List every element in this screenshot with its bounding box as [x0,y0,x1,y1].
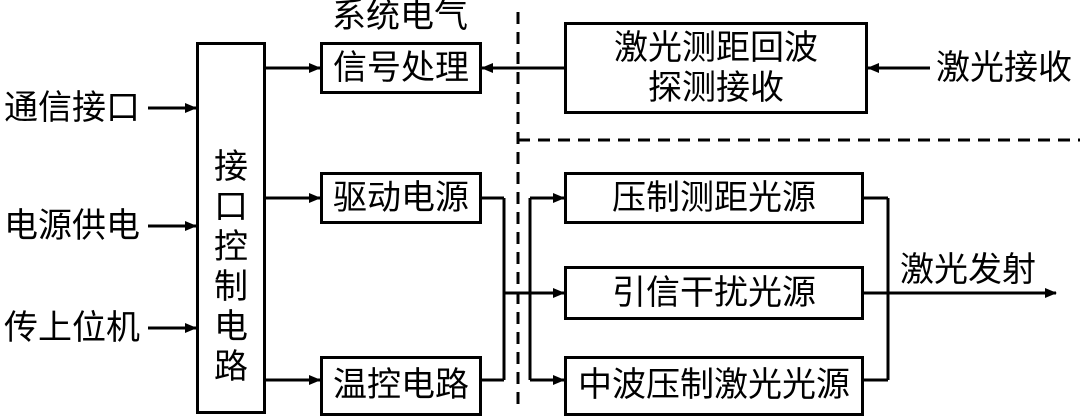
temp-control-block: 温控电路 [320,356,482,416]
system-electrical-label: 系统电气 [332,0,468,36]
suppress-ranging-source-block: 压制测距光源 [564,172,864,224]
lure-jamming-source-block: 引信干扰光源 [564,266,864,320]
interface-control-block: 接 口 控 制 电 路 [196,42,266,414]
signal-processing-block: 信号处理 [320,42,482,94]
midwave-suppress-laser-block: 中波压制激光光源 [564,356,864,416]
echo-receive-block: 激光测距回波 探测接收 [564,22,868,114]
host-computer-label: 传上位机 [4,308,140,348]
comm-interface-label: 通信接口 [4,88,140,128]
drive-power-block: 驱动电源 [320,172,482,224]
interface-control-text: 接 口 控 制 电 路 [214,147,248,387]
laser-emit-label: 激光发射 [900,250,1036,290]
diagram-lines [148,12,1080,404]
power-supply-label: 电源供电 [4,206,140,246]
laser-receive-label: 激光接收 [936,48,1072,88]
